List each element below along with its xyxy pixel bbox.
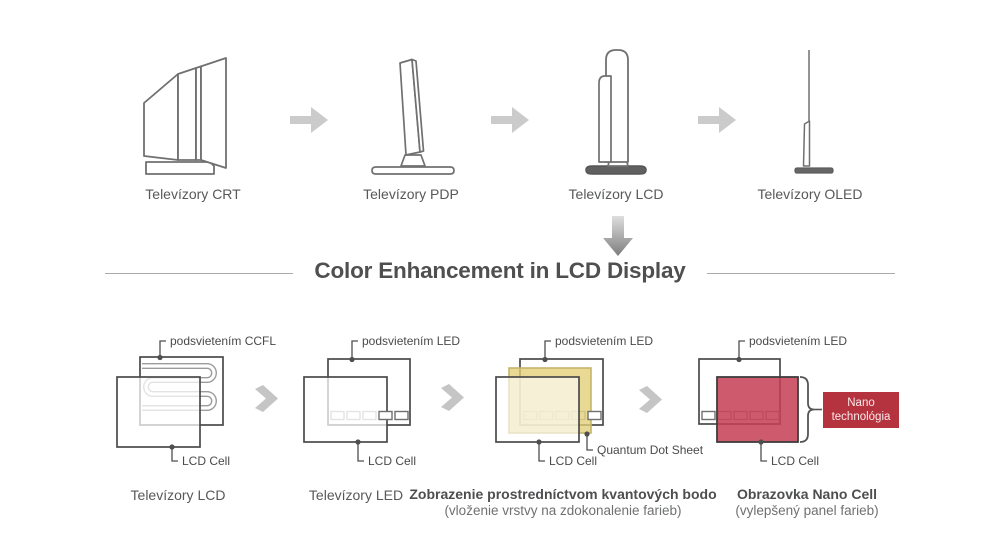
cell-label: LCD Cell — [182, 454, 231, 468]
crt-screen — [200, 57, 227, 169]
backlight-label: podsvietením CCFL — [170, 334, 277, 348]
pdp-base — [371, 166, 455, 175]
cell-label: LCD Cell — [368, 454, 417, 468]
backlight-leader-line — [544, 340, 551, 359]
arrow-down-icon — [603, 216, 633, 256]
sheet-leader-line — [586, 434, 593, 451]
lcd-tv-icon — [585, 49, 647, 175]
backlight-leader-dot — [349, 356, 355, 363]
heading-rule-left — [105, 273, 293, 274]
lcd-cell-panel — [303, 376, 388, 443]
tv-label-oled: Televízory OLED — [757, 186, 863, 202]
backlight-label: podsvietením LED — [555, 334, 654, 348]
led-strip-front — [701, 410, 716, 421]
crt-tv-icon — [143, 57, 227, 175]
diagram-subcaption: (vloženie vrstvy na zdokonalenie farieb) — [444, 503, 682, 518]
tv-label-lcd: Televízory LCD — [568, 186, 664, 202]
tv-label-crt: Televízory CRT — [145, 186, 241, 202]
nano-cell-panel — [716, 376, 799, 443]
diagram-caption: Zobrazenie prostredníctvom kvantových bo… — [409, 486, 717, 502]
diagram-caption: Obrazovka Nano Cell — [736, 486, 878, 502]
diagram-lcd-ccfl — [116, 340, 224, 462]
cell-leader-dot — [758, 439, 764, 445]
cell-leader-line — [171, 447, 178, 462]
tv-label-pdp: Televízory PDP — [363, 186, 459, 202]
cell-leader-line — [538, 442, 545, 462]
diagram-caption: Televízory LCD — [130, 487, 226, 503]
section-heading: Color Enhancement in LCD Display — [314, 258, 686, 283]
diagram-caption: Televízory LED — [308, 487, 404, 503]
lcd-cell-panel — [495, 376, 580, 443]
diagram-led — [303, 340, 411, 462]
cell-leader-dot — [536, 439, 542, 445]
nano-technology-badge: Nano technológia — [823, 392, 899, 428]
diagram-nano-cell — [698, 340, 822, 462]
cell-leader-line — [760, 442, 767, 462]
led-strip-front — [587, 410, 602, 421]
oled-wedge — [802, 120, 811, 167]
backlight-leader-line — [351, 340, 358, 359]
oled-base — [794, 167, 834, 174]
pdp-tv-icon — [371, 58, 455, 175]
chevron-right-icon — [441, 384, 464, 411]
backlight-leader-line — [738, 340, 745, 359]
cell-leader-dot — [355, 439, 361, 445]
crt-back-body — [143, 73, 179, 161]
sheet-leader-dot — [584, 431, 590, 437]
arrow-right-icon — [491, 107, 529, 133]
led-strip-front — [378, 410, 409, 421]
cell-leader-line — [357, 442, 364, 462]
chevron-right-icon — [639, 386, 662, 413]
pdp-panel-side — [411, 58, 425, 153]
chevron-right-icon — [255, 385, 278, 412]
lcd-front-slab — [598, 75, 612, 163]
backlight-leader-dot — [736, 356, 742, 363]
pdp-neck — [400, 154, 426, 167]
backlight-leader-dot — [542, 356, 548, 363]
backlight-label: podsvietením LED — [749, 334, 848, 348]
lcd-cell-panel — [116, 376, 201, 448]
diagram-subcaption: (vylepšený panel farieb) — [735, 503, 879, 518]
backlight-leader-line — [159, 340, 166, 357]
cell-leader-dot — [169, 444, 175, 450]
arrow-right-icon — [698, 107, 736, 133]
arrow-right-icon — [290, 107, 328, 133]
quantum-dot-sheet-label: Quantum Dot Sheet — [597, 443, 704, 457]
crt-bezel — [177, 67, 197, 161]
backlight-label: podsvietením LED — [362, 334, 461, 348]
lcd-base — [585, 165, 647, 175]
backlight-leader-dot — [157, 354, 163, 361]
cell-label: LCD Cell — [549, 454, 598, 468]
cell-label: LCD Cell — [771, 454, 820, 468]
oled-tv-icon — [794, 50, 834, 174]
heading-rule-right — [707, 273, 895, 274]
brace-icon — [799, 376, 815, 443]
diagram-quantum-dot — [495, 340, 604, 462]
crt-base — [145, 161, 215, 175]
